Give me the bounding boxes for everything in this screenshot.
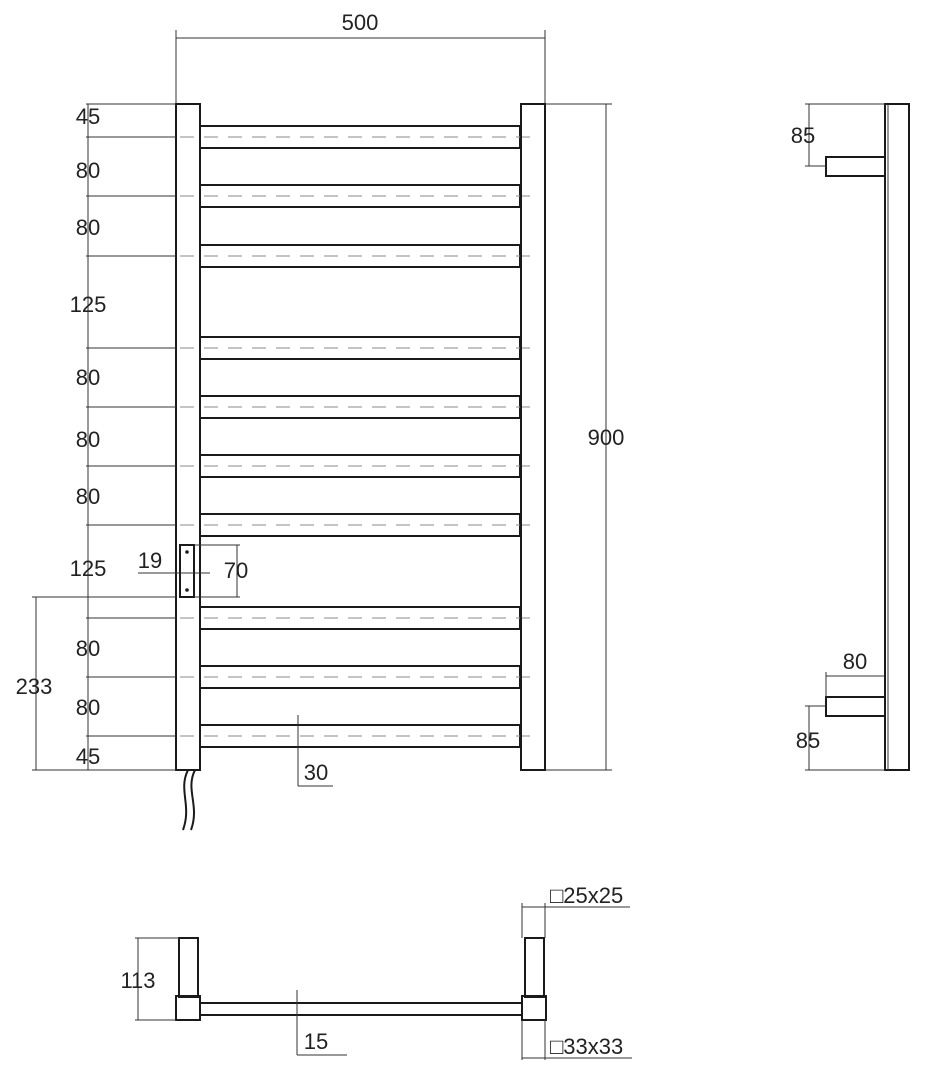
- side-depth-label: 80: [843, 649, 867, 674]
- overall-width-label: 500: [342, 10, 379, 35]
- rung-centerlines: [180, 136, 540, 737]
- left-upright: [175, 103, 201, 771]
- spacing-label-10: 80: [76, 695, 100, 720]
- spacing-label-4: 125: [70, 292, 107, 317]
- bar-thickness-label: 30: [304, 760, 328, 785]
- spacing-dimensions: 45 80 80 125 80 80 80 125 80 80 45: [70, 103, 176, 771]
- front-view: 500 900: [16, 10, 625, 831]
- top-bracket: [825, 156, 886, 177]
- left-base: [175, 995, 201, 1021]
- tube-bottom-label: □33x33: [550, 1034, 623, 1059]
- spacing-label-7: 80: [76, 484, 100, 509]
- side-bottom-offset-label: 85: [796, 728, 820, 753]
- top-bar-thickness-label: 15: [304, 1029, 328, 1054]
- spacing-label-9: 80: [76, 636, 100, 661]
- junction-box: [179, 544, 195, 598]
- bottom-bracket: [825, 696, 886, 717]
- spacing-label-6: 80: [76, 427, 100, 452]
- power-cable: [182, 769, 189, 831]
- box-screw-top: [185, 550, 189, 554]
- box-width-label: 19: [138, 548, 162, 573]
- top-view: 113 15 □25x25 □33x33: [120, 883, 632, 1060]
- side-upright: [884, 103, 910, 771]
- spacing-label-3: 80: [76, 215, 100, 240]
- overall-height-label: 900: [588, 425, 625, 450]
- spacing-label-11: 45: [76, 744, 100, 769]
- right-base: [521, 995, 547, 1021]
- bottom-offset-label: 233: [16, 674, 53, 699]
- left-post: [178, 937, 199, 998]
- tube-top-label: □25x25: [550, 883, 623, 908]
- right-post: [524, 937, 545, 998]
- side-view: 85 80 85: [791, 103, 910, 771]
- box-height-label: 70: [224, 558, 248, 583]
- spacing-label-2: 80: [76, 158, 100, 183]
- rungs: [199, 125, 521, 748]
- spacing-label-5: 80: [76, 365, 100, 390]
- side-top-offset-label: 85: [791, 123, 815, 148]
- spacing-label-8: 125: [70, 556, 107, 581]
- right-upright: [520, 103, 546, 771]
- top-cross-bar: [199, 1002, 523, 1016]
- box-screw-bottom: [185, 588, 189, 592]
- spacing-label-1: 45: [76, 104, 100, 129]
- top-depth-label: 113: [120, 968, 155, 993]
